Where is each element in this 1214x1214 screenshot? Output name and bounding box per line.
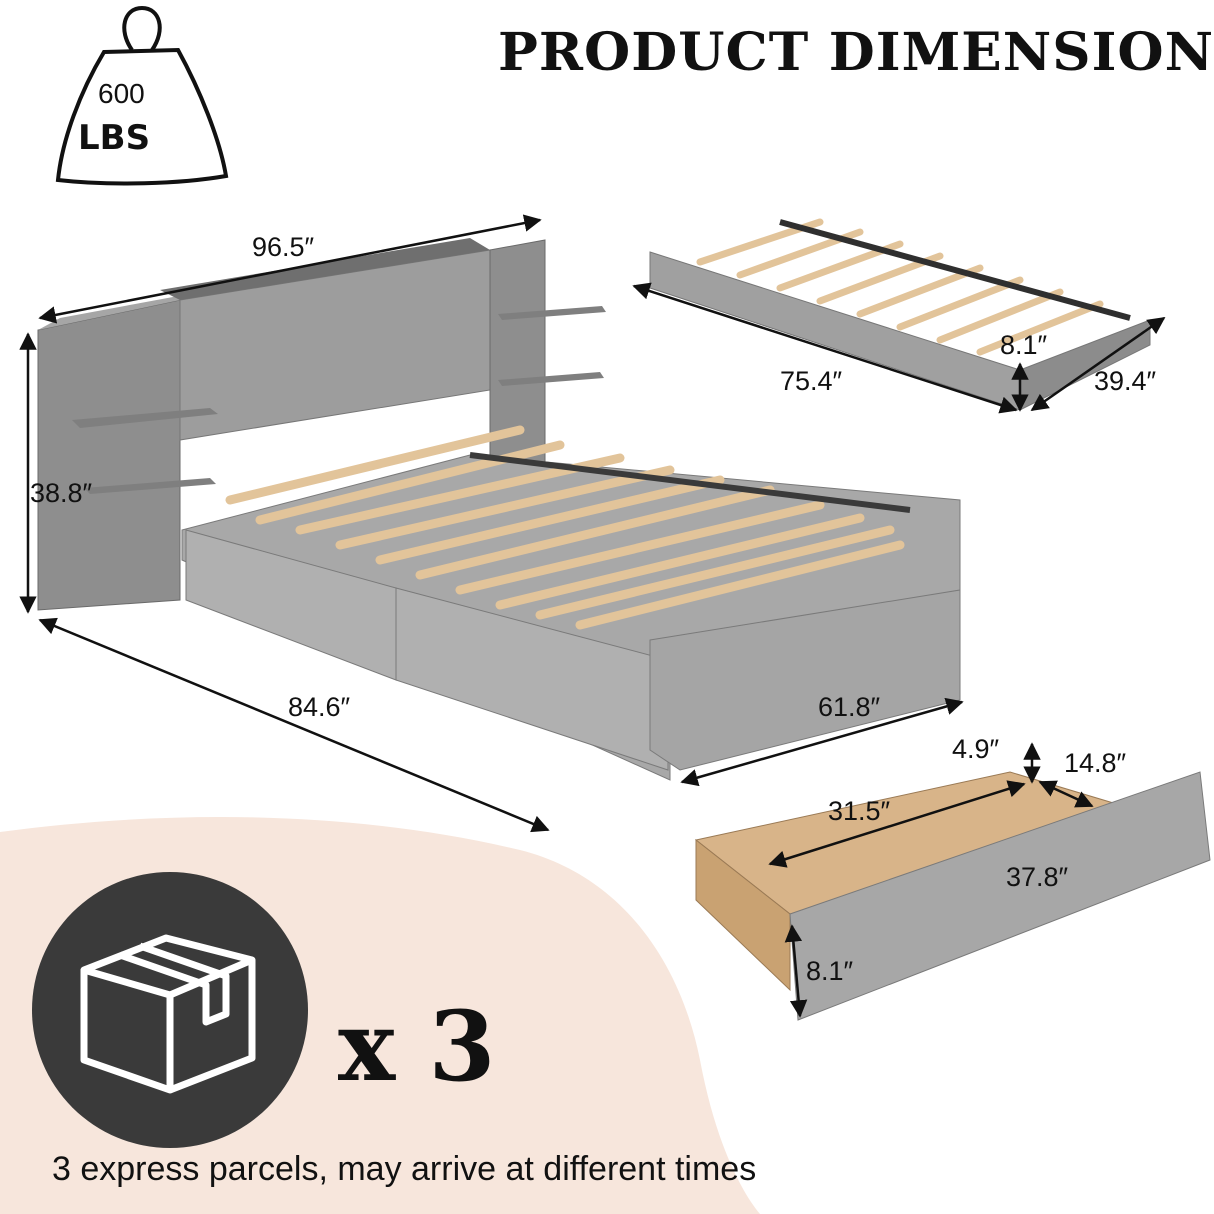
dim-headboard-height: 38.8″ [30,478,93,508]
dim-drawer-depth: 4.9″ [952,734,1000,764]
dim-headboard-width: 96.5″ [252,232,315,262]
box-icon [80,934,256,1094]
dim-drawer-inner-length: 31.5″ [828,796,891,826]
parcel-badge [32,872,308,1148]
weight-icon [55,5,229,186]
dim-trundle-width: 39.4″ [1094,366,1157,396]
weight-value: 600 [98,78,145,109]
dim-drawer-outer-length: 37.8″ [1006,862,1069,892]
page-title: PRODUCT DIMENSION [498,22,1214,83]
weight-unit: LBS [78,118,151,158]
dim-trundle-height: 8.1″ [1000,330,1048,360]
dim-drawer-height: 8.1″ [806,956,854,986]
dim-drawer-width: 14.8″ [1064,748,1127,778]
dimension-lines [19,214,1166,1018]
drawer-illustration [694,771,1211,1021]
parcel-count: x 3 [338,990,496,1103]
parcel-caption: 3 express parcels, may arrive at differe… [52,1150,757,1188]
dim-bed-length: 84.6″ [288,692,351,722]
dim-bed-width: 61.8″ [818,692,881,722]
dim-trundle-length: 75.4″ [780,366,843,396]
